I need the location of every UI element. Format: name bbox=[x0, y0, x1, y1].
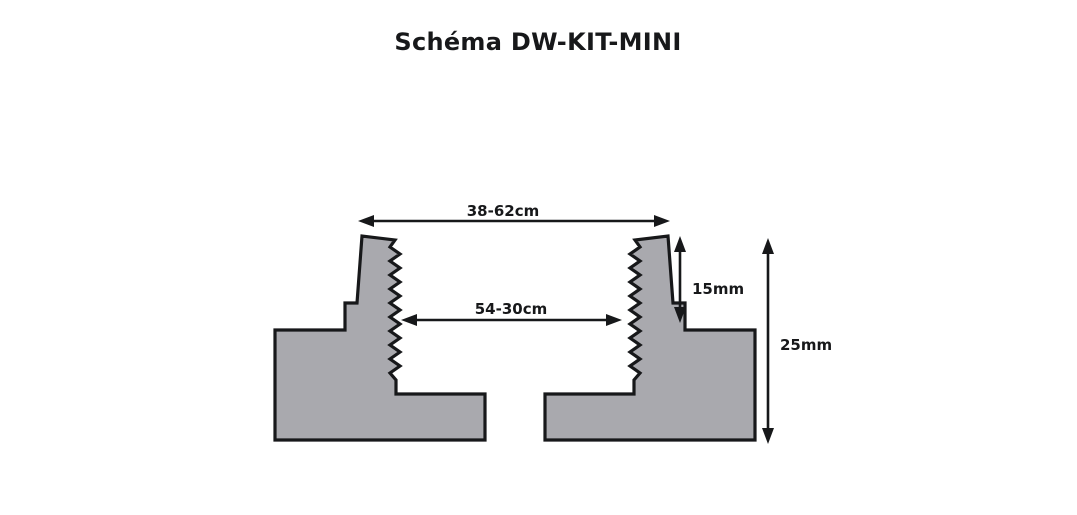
total-height-arrow-top bbox=[762, 238, 774, 254]
inner-width-arrow-left bbox=[401, 314, 417, 326]
total-height-arrow-bottom bbox=[762, 428, 774, 444]
total-height-label: 25mm bbox=[780, 336, 832, 354]
dimension-inner-width: 54-30cm bbox=[401, 300, 622, 326]
flange-height-arrow-bottom bbox=[674, 307, 686, 323]
dimension-total-height: 25mm bbox=[762, 238, 832, 444]
right-profile-shape bbox=[543, 234, 757, 442]
page-title: Schéma DW-KIT-MINI bbox=[394, 28, 681, 56]
inner-width-label: 54-30cm bbox=[475, 300, 548, 318]
dimension-flange-height: 15mm bbox=[674, 236, 744, 323]
left-profile-shape bbox=[273, 234, 487, 442]
flange-height-arrow-top bbox=[674, 236, 686, 252]
flange-height-label: 15mm bbox=[692, 280, 744, 298]
outer-width-arrow-right bbox=[654, 215, 670, 227]
inner-width-arrow-right bbox=[606, 314, 622, 326]
dimension-outer-width: 38-62cm bbox=[358, 202, 670, 227]
outer-width-arrow-left bbox=[358, 215, 374, 227]
outer-width-label: 38-62cm bbox=[467, 202, 540, 220]
